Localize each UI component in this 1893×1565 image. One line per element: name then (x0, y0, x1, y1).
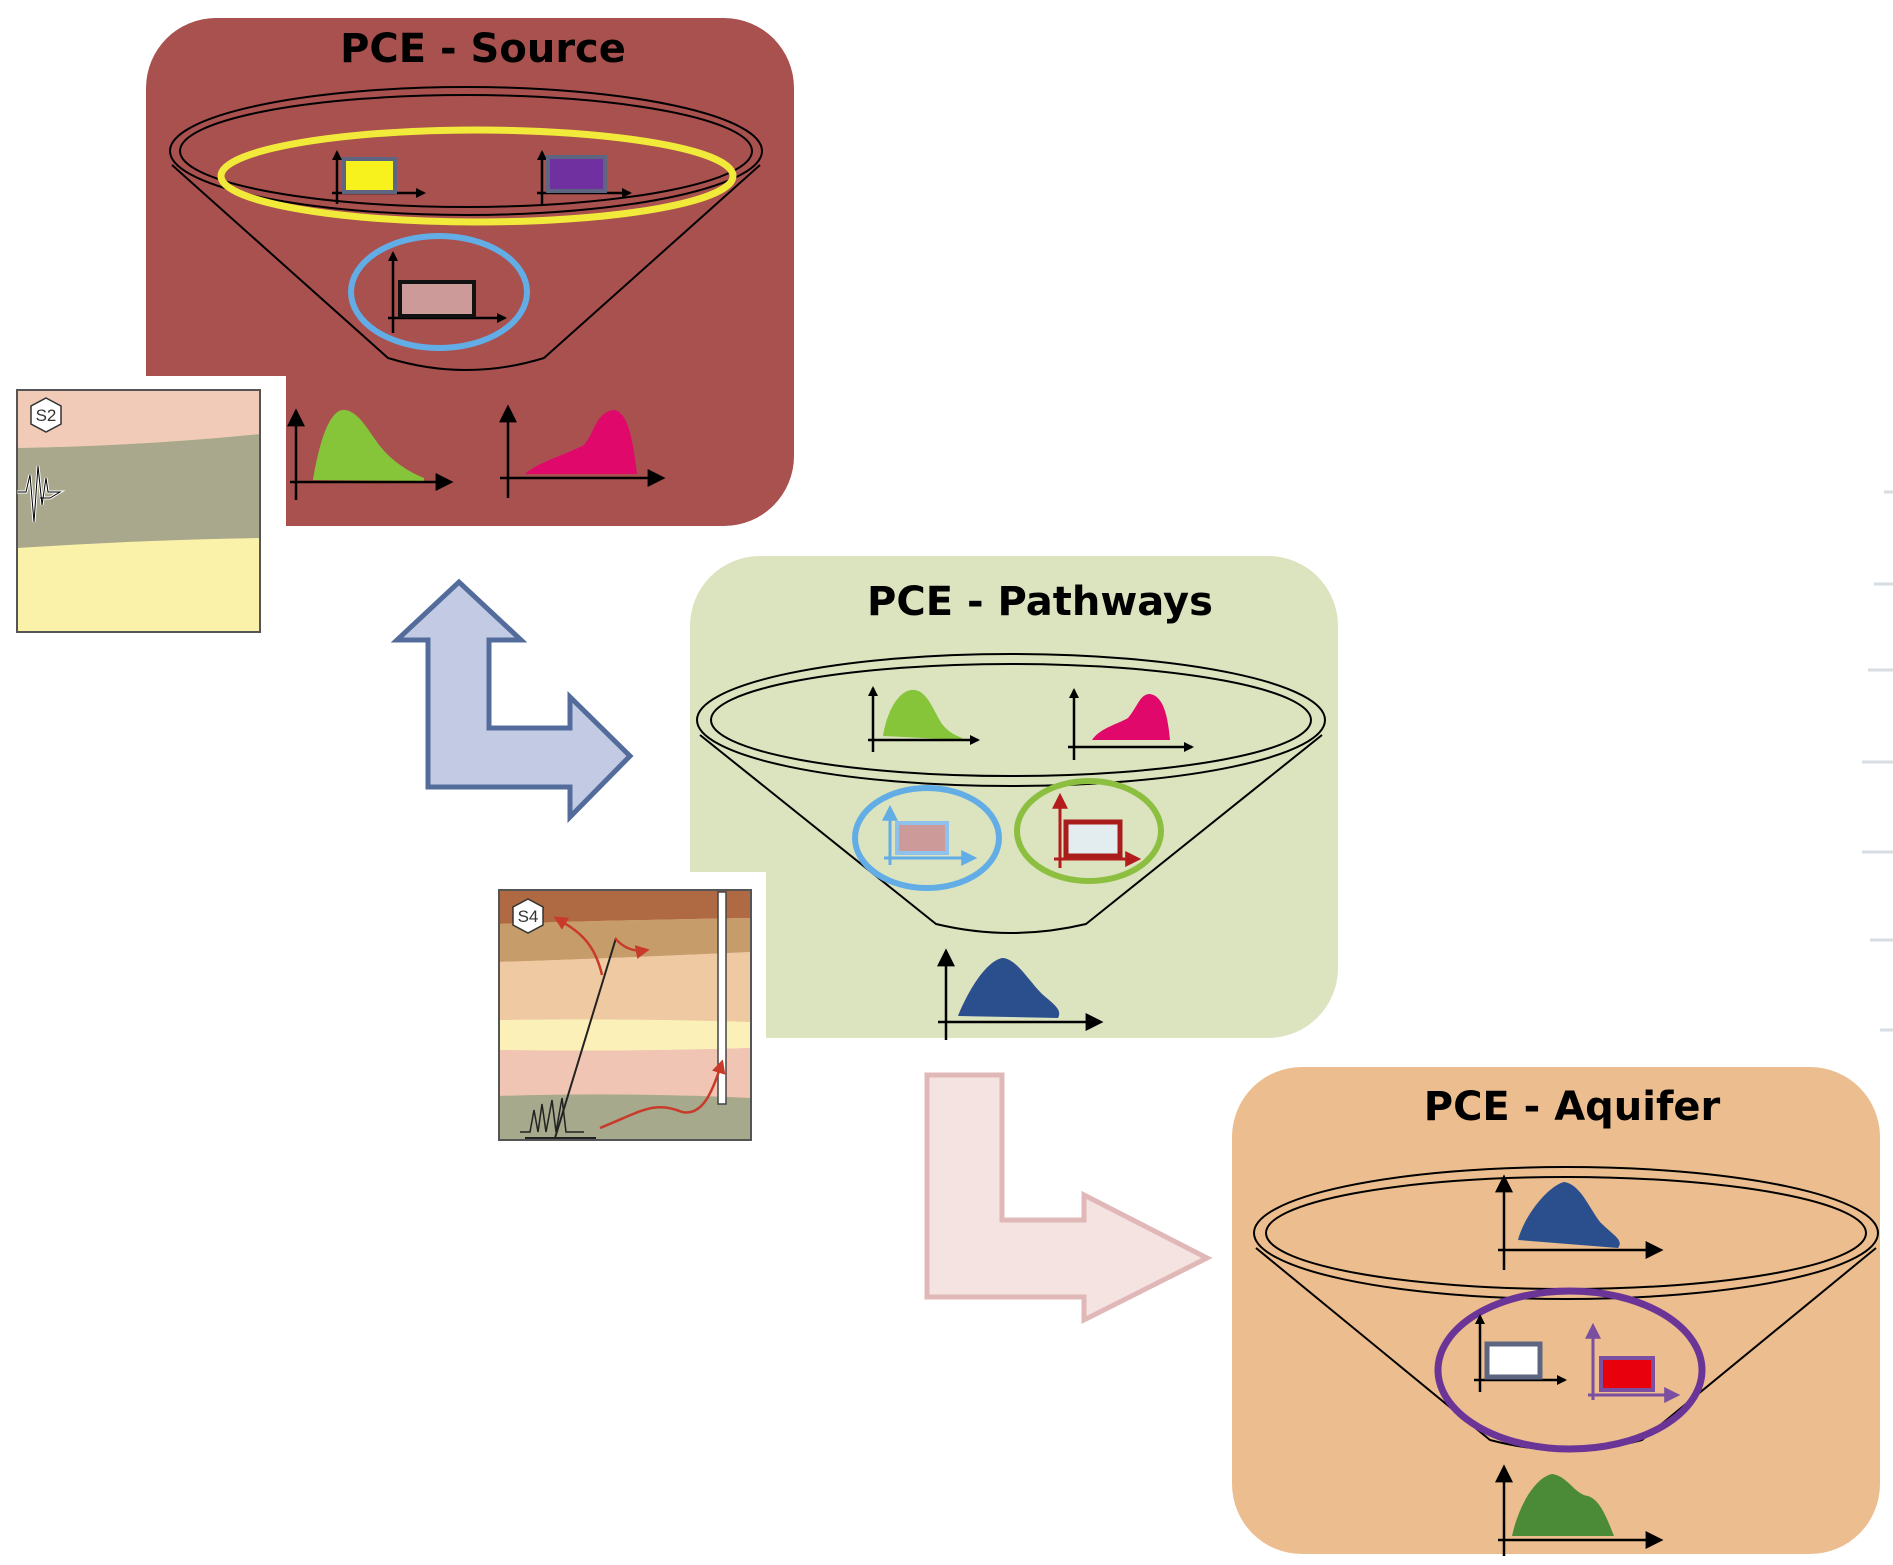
panel-aquifer: PCE - Aquifer (1232, 1067, 1880, 1556)
pink-l-arrow (924, 1072, 1213, 1325)
panel-pathways-background (690, 556, 1338, 1038)
mini-plot-red-aquifer (1585, 1322, 1681, 1403)
mini-plot-yellow (332, 150, 426, 204)
funnel-pathways (696, 653, 1326, 934)
green-ring-pathways (1014, 778, 1164, 884)
faint-edge-ticks (1862, 490, 1893, 1032)
distribution-pink-source (499, 404, 666, 498)
distribution-navy-pathways (937, 948, 1104, 1040)
yellow-ring (217, 126, 737, 226)
panel-source: PCE - Source (146, 18, 794, 526)
mini-plot-purple (537, 150, 632, 204)
funnel-source (169, 86, 763, 371)
s2-badge-label: S2 (36, 406, 57, 425)
distribution-green-pathways (868, 686, 980, 752)
s4-badge-label: S4 (518, 907, 539, 926)
panel-source-background (146, 18, 794, 526)
mini-plot-white-pathways (1052, 792, 1142, 868)
s4-badge: S4 (512, 898, 544, 934)
mini-plot-white-aquifer (1474, 1314, 1567, 1392)
purple-ring-aquifer (1434, 1287, 1706, 1453)
distribution-darkgreen-aquifer (1495, 1464, 1664, 1556)
distribution-green-source (287, 408, 454, 500)
s2-badge: S2 (30, 397, 62, 433)
inset-s2: S2 (8, 376, 286, 633)
inset-s4: S4 (490, 872, 766, 1152)
panel-source-title: PCE - Source (340, 26, 626, 72)
mini-plot-pink (388, 251, 507, 333)
blue-ring-pathways (852, 785, 1002, 891)
panel-aquifer-title: PCE - Aquifer (1424, 1084, 1721, 1130)
panel-aquifer-background (1232, 1067, 1880, 1554)
panel-pathways: PCE - Pathways (690, 556, 1338, 1040)
blue-ring-source (348, 233, 530, 351)
blue-l-arrow (390, 578, 634, 824)
distribution-pink-pathways (1068, 688, 1194, 760)
distribution-navy-aquifer (1495, 1174, 1664, 1270)
panel-pathways-title: PCE - Pathways (867, 579, 1213, 625)
mini-plot-pink-pathways (882, 804, 978, 866)
